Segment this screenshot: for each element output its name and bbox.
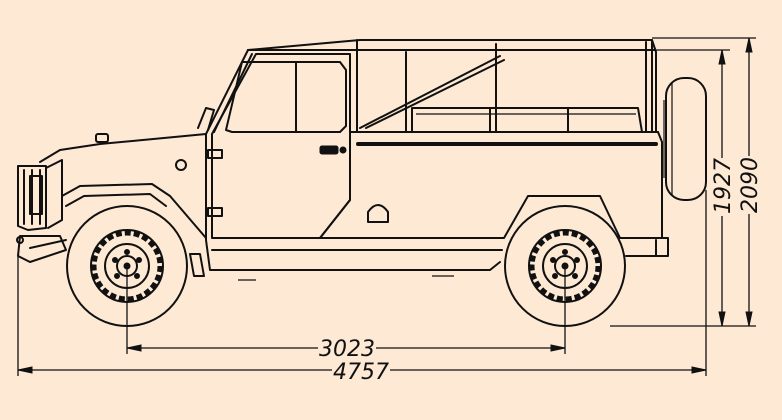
spare-wheel xyxy=(663,77,707,201)
vehicle xyxy=(16,39,707,327)
wheelbase-label: 3023 xyxy=(319,337,375,362)
body-height-label: 1927 xyxy=(711,158,736,214)
dimension-lines: 3023 4757 1927 2090 xyxy=(17,37,763,385)
vehicle-body xyxy=(39,49,669,281)
overall-height-label: 2090 xyxy=(738,157,763,213)
overall-length-label: 4757 xyxy=(333,360,389,385)
front-bumper-and-bullbar xyxy=(16,159,67,263)
canopy-frame xyxy=(247,39,657,133)
